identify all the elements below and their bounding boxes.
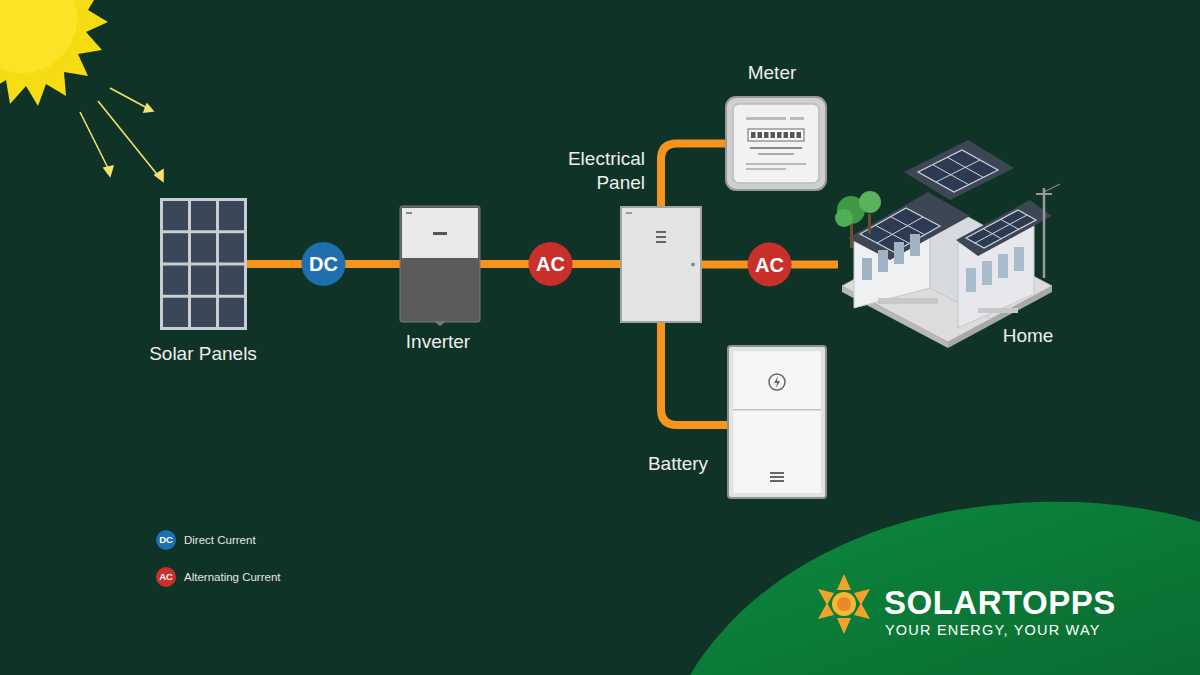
wire-connector: [661, 322, 728, 425]
device-illustration: [160, 198, 247, 330]
wire-group: [701, 243, 838, 287]
current-badge: [529, 242, 573, 286]
wire-group: [661, 322, 728, 425]
current-label: DC: [309, 252, 338, 276]
device-label: Electrical Panel: [545, 147, 645, 195]
sun-rays: [80, 88, 163, 181]
current-badge: [748, 243, 792, 287]
device-illustration: [726, 97, 826, 190]
device-label: Battery: [648, 452, 708, 476]
wire-group: [247, 242, 400, 286]
device-node: Inverter: [400, 206, 480, 322]
legend-swatch-label: AC: [159, 571, 173, 582]
device-label: Inverter: [406, 330, 470, 354]
device-node: Electrical Panel: [621, 207, 701, 322]
legend-swatch-label: DC: [159, 534, 173, 545]
legend-swatch: AC: [156, 567, 176, 587]
device-label: Solar Panels: [149, 342, 257, 366]
wire-connector: [661, 144, 726, 208]
legend-text: Alternating Current: [184, 570, 281, 584]
device-node: Solar Panels: [160, 198, 247, 330]
device-label: Meter: [748, 61, 797, 85]
wire-group: [661, 144, 726, 208]
wire-group: [480, 242, 621, 286]
device-label: Home: [1003, 324, 1054, 348]
logo-icon: [818, 574, 870, 634]
brand-name: SOLARTOPPS: [884, 584, 1116, 622]
device-illustration: [728, 346, 826, 498]
current-label: AC: [755, 253, 784, 277]
device-illustration: [400, 206, 480, 322]
device-illustration: [621, 207, 701, 322]
sun: [0, 0, 108, 106]
legend-swatch: DC: [156, 530, 176, 550]
device-node: Meter: [726, 97, 826, 190]
current-badge: [302, 242, 346, 286]
device-node: Home: [838, 158, 1055, 346]
brand-tagline: YOUR ENERGY, YOUR WAY: [885, 622, 1101, 638]
current-label: AC: [536, 252, 565, 276]
device-illustration: [838, 158, 1055, 346]
corner-curve: [690, 502, 1200, 675]
legend-text: Direct Current: [184, 533, 256, 547]
device-node: Battery: [728, 346, 826, 498]
